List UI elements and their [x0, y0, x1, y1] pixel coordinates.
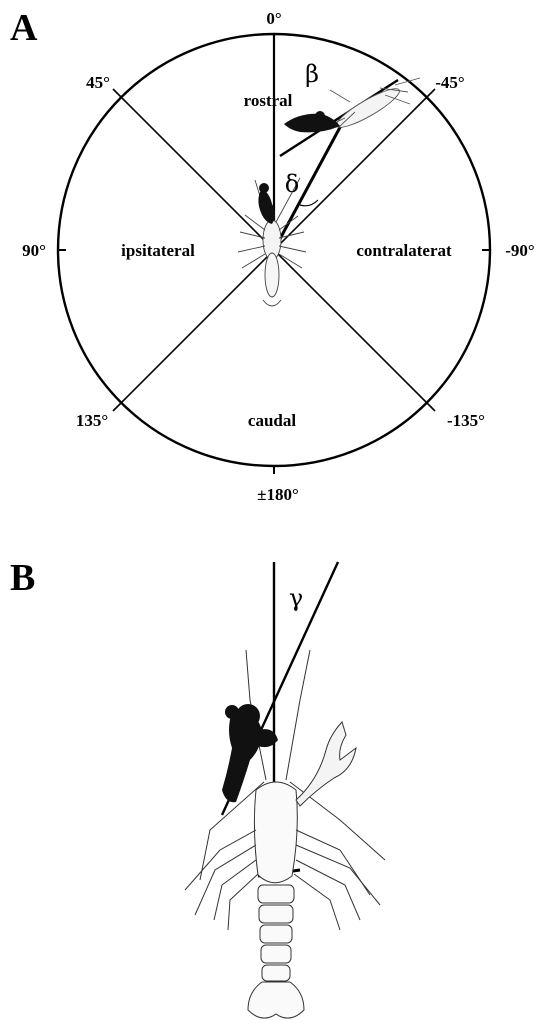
angle-label-neg135: -135°	[447, 411, 485, 430]
angle-label-45: 45°	[86, 73, 110, 92]
tick-neg45	[427, 89, 435, 97]
gamma-symbol: γ	[289, 584, 303, 612]
region-label-caudal: caudal	[248, 411, 296, 430]
angle-label-135: 135°	[76, 411, 108, 430]
region-label-contralateral: contralaterat	[356, 241, 452, 260]
region-label-rostral: rostral	[244, 91, 293, 110]
crayfish-large	[185, 650, 385, 1018]
beta-symbol: β	[305, 60, 319, 88]
angle-label-0: 0°	[266, 9, 281, 28]
angle-label-neg90: -90°	[505, 241, 534, 260]
delta-angle-arc	[300, 200, 318, 206]
dragonfly-nymph-rostral	[284, 111, 340, 132]
panel-b-label: B	[10, 557, 35, 599]
angle-label-neg45: -45°	[435, 73, 464, 92]
angle-label-180: ±180°	[257, 485, 299, 504]
angle-label-90: 90°	[22, 241, 46, 260]
tick-135	[113, 403, 121, 411]
region-label-ipsilateral: ipsitateral	[121, 241, 195, 260]
delta-symbol: δ	[285, 170, 299, 198]
tick-neg135	[427, 403, 435, 411]
tick-45	[113, 89, 121, 97]
dragonfly-nymph-center	[258, 183, 275, 224]
panel-a-label: A	[10, 7, 38, 49]
